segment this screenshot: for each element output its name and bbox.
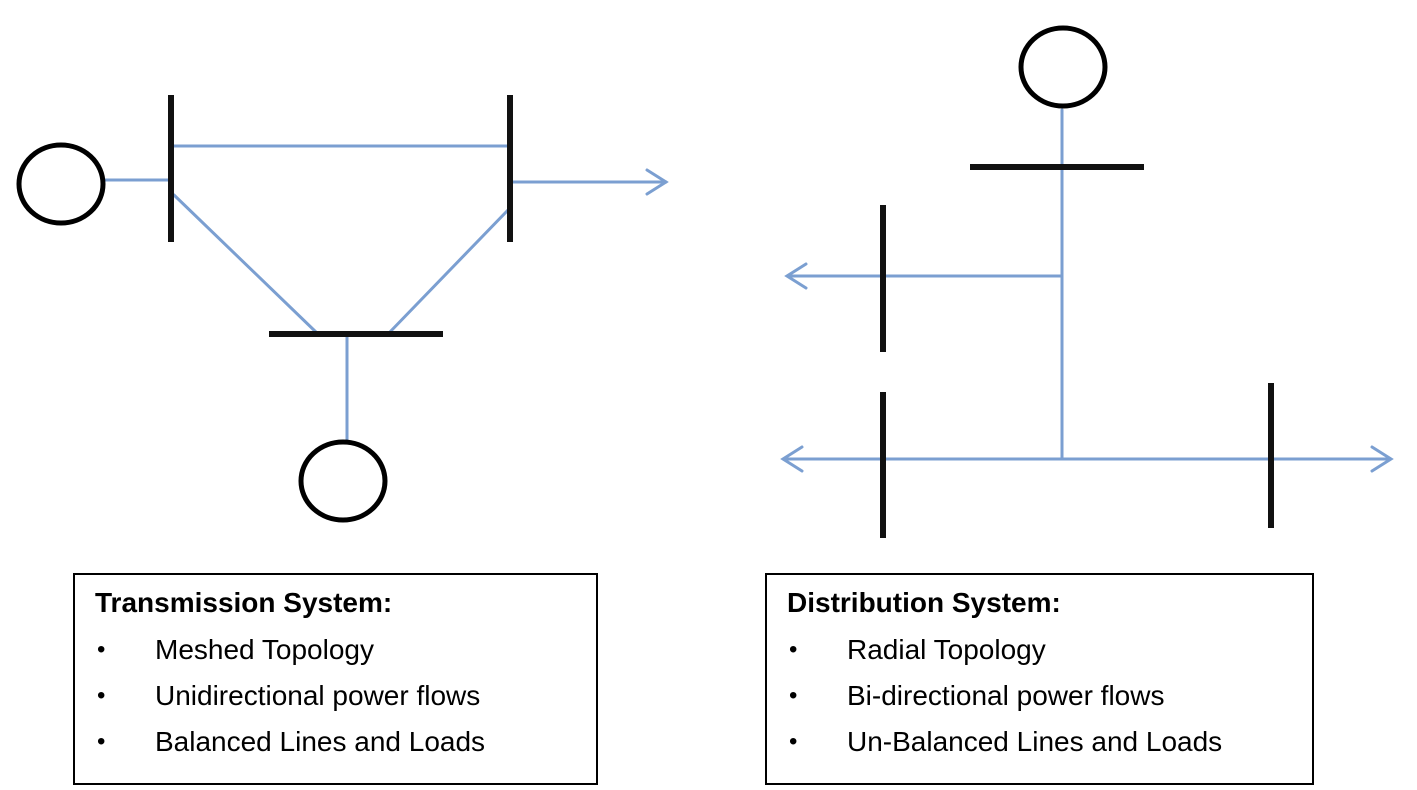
generator-circle-icon <box>298 439 388 523</box>
transmission-legend-title: Transmission System: <box>95 587 393 618</box>
bullet-icon: • <box>97 636 106 663</box>
distribution-diagram <box>780 25 1394 538</box>
list-item-text: Unidirectional power flows <box>155 680 481 711</box>
transmission-diagram <box>16 95 669 523</box>
generator-circle-icon <box>1018 25 1108 109</box>
list-item-text: Bi-directional power flows <box>847 680 1165 711</box>
bullet-icon: • <box>789 636 798 663</box>
transmission-feature-list: • Meshed Topology • Unidirectional power f… <box>95 627 578 765</box>
list-item: • Balanced Lines and Loads <box>95 719 578 765</box>
list-item: • Radial Topology <box>787 627 1294 673</box>
bullet-icon: • <box>789 682 798 709</box>
list-item-text: Meshed Topology <box>155 634 374 665</box>
load-arrow-right-icon <box>645 168 669 196</box>
generator-circle-icon <box>16 142 106 226</box>
bullet-icon: • <box>789 728 798 755</box>
list-item: • Unidirectional power flows <box>95 673 578 719</box>
transmission-legend: Transmission System: • Meshed Topology • U… <box>73 573 598 785</box>
line-bus2-to-bus3 <box>386 208 510 336</box>
list-item: • Bi-directional power flows <box>787 673 1294 719</box>
load-arrow-right-icon <box>1370 445 1394 473</box>
list-item: • Un-Balanced Lines and Loads <box>787 719 1294 765</box>
line-bus1-to-bus3 <box>172 193 320 336</box>
bullet-icon: • <box>97 682 106 709</box>
distribution-legend: Distribution System: • Radial Topology • B… <box>765 573 1314 785</box>
list-item-text: Balanced Lines and Loads <box>155 726 486 757</box>
distribution-legend-title: Distribution System: <box>787 587 1061 618</box>
load-arrow-left-icon <box>784 262 808 290</box>
list-item-text: Radial Topology <box>847 634 1046 665</box>
list-item-text: Un-Balanced Lines and Loads <box>847 726 1223 757</box>
load-arrow-left-icon <box>780 445 804 473</box>
bullet-icon: • <box>97 728 106 755</box>
list-item: • Meshed Topology <box>95 627 578 673</box>
distribution-feature-list: • Radial Topology • Bi-directional power f… <box>787 627 1294 765</box>
